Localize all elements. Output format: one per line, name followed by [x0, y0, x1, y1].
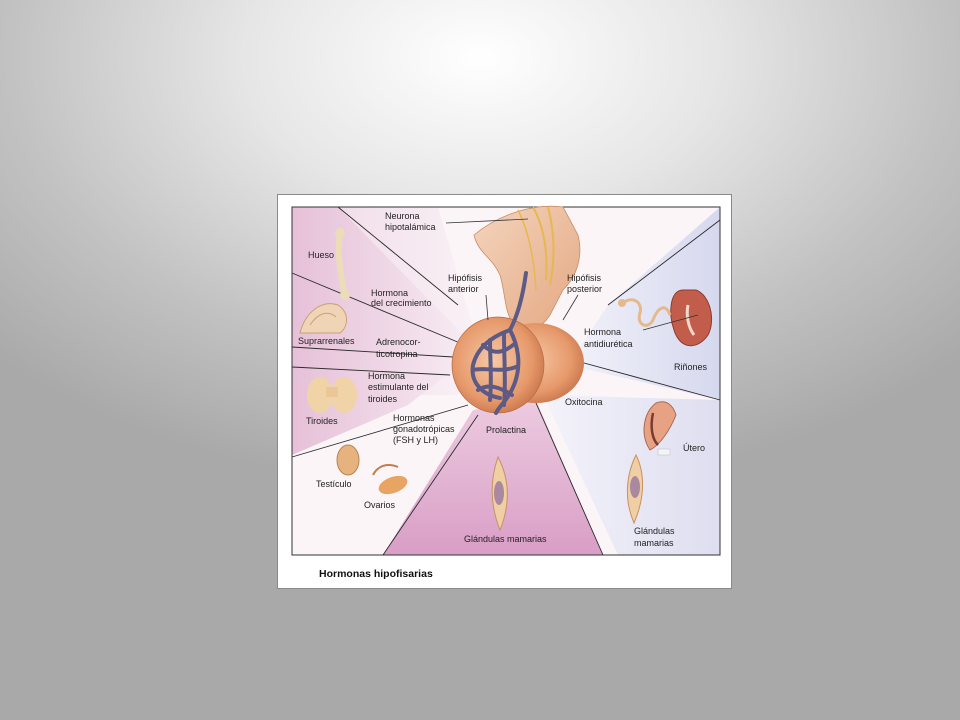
ovary-illustration — [372, 464, 408, 495]
sector-lines — [291, 206, 721, 556]
uterus-illustration — [643, 401, 677, 456]
label-gonadotropicas-line2: gonadotrópicas — [393, 424, 455, 434]
label-gonadotropicas-line3: (FSH y LH) — [393, 435, 438, 445]
pointer-lines — [445, 218, 699, 331]
bone-illustration — [335, 228, 350, 300]
breast-illustration-right — [626, 453, 644, 525]
label-glandulas-mamarias-right-line1: Glándulas — [634, 526, 675, 536]
adrenal-illustration — [299, 303, 347, 334]
label-hipofisis-anterior-line2: anterior — [448, 284, 479, 294]
right-sector — [568, 207, 720, 400]
label-antidiuretica-line1: Hormona — [584, 327, 621, 337]
label-hormona-crecimiento-line2: del crecimiento — [371, 298, 432, 308]
label-hipofisis-posterior-line2: posterior — [567, 284, 602, 294]
label-adrenocorticotropina-line1: Adrenocor- — [376, 337, 421, 347]
labels: Neurona hipotalámica Hueso Hormona del c… — [298, 211, 708, 548]
label-antidiuretica-line2: antidiurética — [584, 339, 633, 349]
label-hormona-tiroides-line2: estimulante del — [368, 382, 429, 392]
label-oxitocina: Oxitocina — [565, 397, 603, 407]
label-testiculo: Testículo — [316, 479, 352, 489]
label-adrenocorticotropina-line2: ticotropina — [376, 349, 418, 359]
label-hipofisis-posterior-line1: Hipófisis — [567, 273, 602, 283]
kidney-illustration — [670, 289, 712, 347]
label-hormona-tiroides-line1: Hormona — [368, 371, 405, 381]
label-tiroides: Tiroides — [306, 416, 338, 426]
label-hormona-crecimiento-line1: Hormona — [371, 288, 408, 298]
label-neurona-line2: hipotalámica — [385, 222, 436, 232]
testicle-illustration — [336, 444, 360, 476]
label-glandulas-mamarias-center: Glándulas mamarias — [464, 534, 547, 544]
label-gonadotropicas-line1: Hormonas — [393, 413, 435, 423]
panel-border — [291, 206, 721, 556]
diagram-card: Neurona hipotalámica Hueso Hormona del c… — [277, 194, 732, 589]
label-ovarios: Ovarios — [364, 500, 396, 510]
figure-caption: Hormonas hipofisarias — [319, 568, 433, 580]
thyroid-illustration — [307, 377, 357, 413]
label-rinones: Riñones — [674, 362, 708, 372]
pituitary-gland — [451, 271, 584, 415]
label-hipofisis-anterior-line1: Hipófisis — [448, 273, 483, 283]
nephron-illustration — [618, 298, 672, 327]
label-hueso: Hueso — [308, 250, 334, 260]
pituitary-hormones-diagram: Neurona hipotalámica Hueso Hormona del c… — [291, 205, 721, 580]
label-prolactina: Prolactina — [486, 425, 526, 435]
portal-vessels — [470, 271, 528, 415]
label-neurona-line1: Neurona — [385, 211, 420, 221]
label-utero: Útero — [683, 443, 705, 453]
breast-illustration-center — [491, 455, 508, 532]
label-glandulas-mamarias-right-line2: mamarias — [634, 538, 674, 548]
label-hormona-tiroides-line3: tiroides — [368, 394, 398, 404]
label-suprarrenales: Suprarrenales — [298, 336, 355, 346]
